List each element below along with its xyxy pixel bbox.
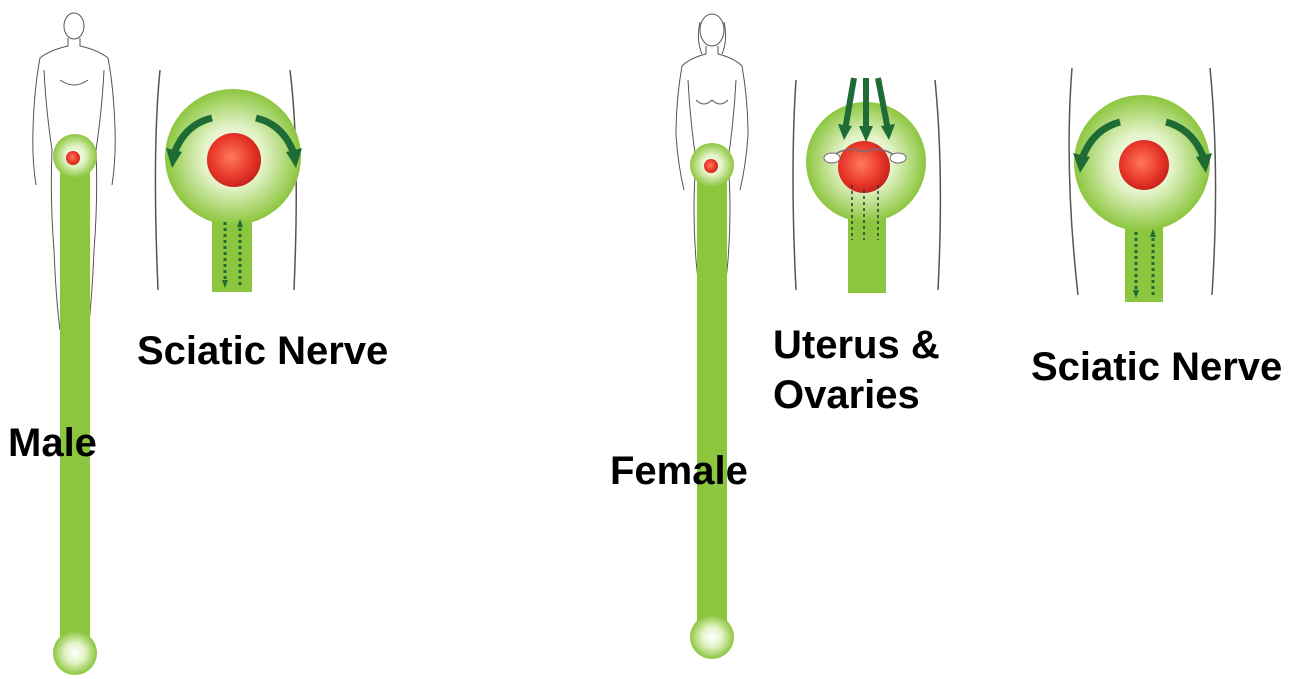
uterus-label-line1: Uterus & xyxy=(773,320,940,370)
male-label: Male xyxy=(8,418,97,468)
male-energy-channel xyxy=(53,134,97,675)
female-label: Female xyxy=(610,446,748,496)
uterus-label-line2: Ovaries xyxy=(773,370,940,420)
sciatic-nerve-label-female: Sciatic Nerve xyxy=(1031,342,1282,392)
female-energy-channel xyxy=(690,143,734,659)
uterus-ovaries-inset xyxy=(793,78,940,293)
sciatic-nerve-label-male: Sciatic Nerve xyxy=(137,326,388,376)
sciatic-nerve-inset-female xyxy=(1069,68,1215,302)
sciatic-nerve-inset-male xyxy=(155,70,302,292)
uterus-ovaries-label: Uterus & Ovaries xyxy=(773,320,940,420)
